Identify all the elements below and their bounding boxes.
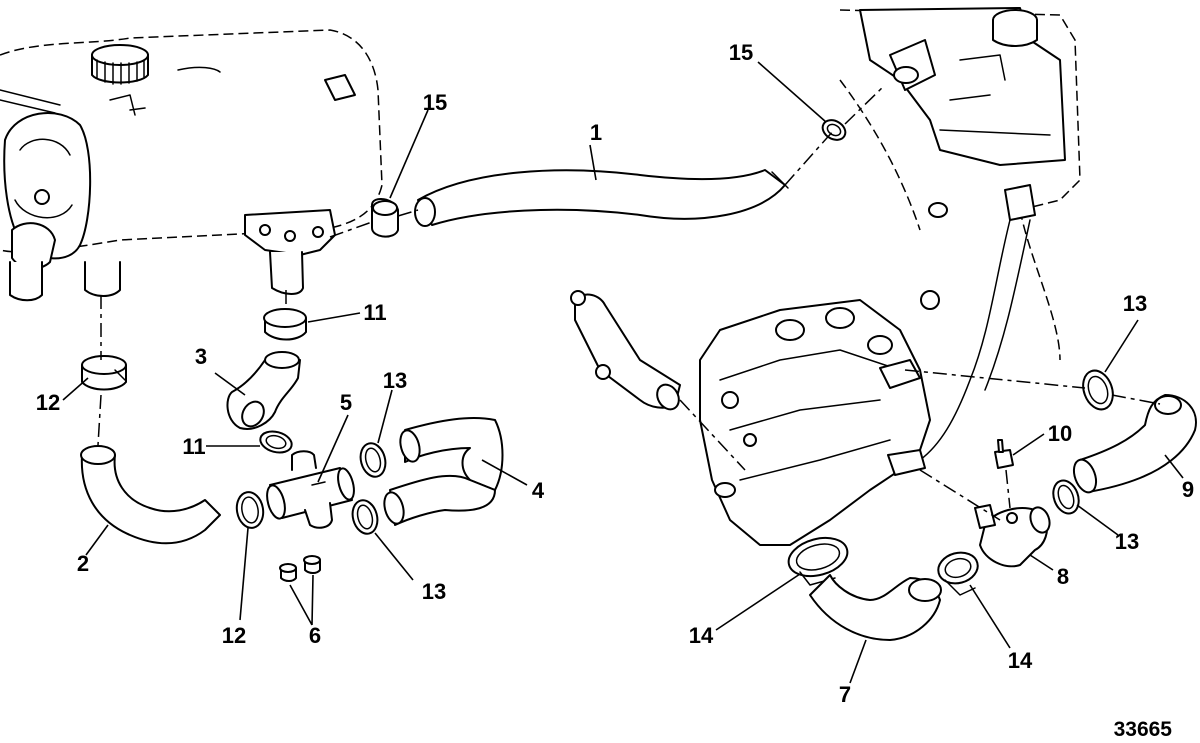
callout-labels: 1 2 3 4 5 6 7 8 9 10 11 11 12 12 13 13 1… — [36, 40, 1194, 707]
hose-9 — [1072, 394, 1197, 494]
callout-11-lower: 11 — [182, 434, 205, 459]
tee-fitting-8 — [974, 504, 1051, 568]
hose-4 — [383, 417, 504, 526]
engine-block — [839, 7, 1081, 461]
elbow-hose-3 — [226, 351, 301, 430]
callout-8: 8 — [1057, 564, 1069, 589]
tee-fitting-5 — [266, 450, 355, 529]
exhaust-manifold — [570, 290, 931, 546]
callout-12-lower: 12 — [222, 623, 246, 648]
callout-4: 4 — [532, 478, 545, 503]
tank-fill-cap — [91, 44, 149, 85]
callout-14-right: 14 — [1008, 648, 1033, 673]
clamp-11-lower — [259, 430, 293, 454]
caps-6 — [279, 555, 321, 582]
clamp-15-right — [821, 119, 847, 141]
clamp-13-lower-right — [1052, 479, 1080, 515]
thermostat-housing — [244, 209, 336, 295]
clamp-12-upper — [81, 355, 127, 391]
callout-11-upper: 11 — [363, 300, 386, 325]
callout-10: 10 — [1048, 421, 1072, 446]
callout-leaders — [62, 61, 1184, 684]
callout-6: 6 — [309, 623, 321, 648]
hose-2 — [80, 445, 221, 545]
callout-9: 9 — [1182, 477, 1194, 502]
assembly-centerlines — [97, 84, 1161, 521]
clamp-13-upper-right — [1082, 369, 1114, 411]
callout-15-left: 15 — [423, 90, 447, 115]
clamp-13-upper-left — [359, 442, 387, 478]
callout-7: 7 — [839, 682, 851, 707]
clamp-15-left — [371, 198, 399, 238]
figure-number: 33665 — [1114, 718, 1173, 741]
callout-13-lower-right: 13 — [1115, 529, 1139, 554]
callout-2: 2 — [77, 551, 89, 576]
coolant-tank — [0, 29, 383, 302]
hose-7 — [809, 574, 942, 641]
clamp-11-upper — [263, 308, 307, 341]
callout-14-left: 14 — [689, 623, 714, 648]
callout-15-right: 15 — [729, 40, 753, 65]
callout-1: 1 — [590, 120, 602, 145]
sender-10 — [994, 439, 1014, 469]
callout-13-upper-left: 13 — [383, 368, 407, 393]
callout-13-lower-left: 13 — [422, 579, 446, 604]
callout-12-upper: 12 — [36, 390, 60, 415]
callout-13-upper-right: 13 — [1123, 291, 1147, 316]
callout-5: 5 — [340, 390, 352, 415]
upper-hose — [414, 169, 789, 227]
clamp-12-lower — [235, 491, 265, 529]
clamp-13-lower-left — [351, 499, 379, 535]
clamp-14-lower — [937, 551, 979, 596]
callout-3: 3 — [195, 344, 207, 369]
